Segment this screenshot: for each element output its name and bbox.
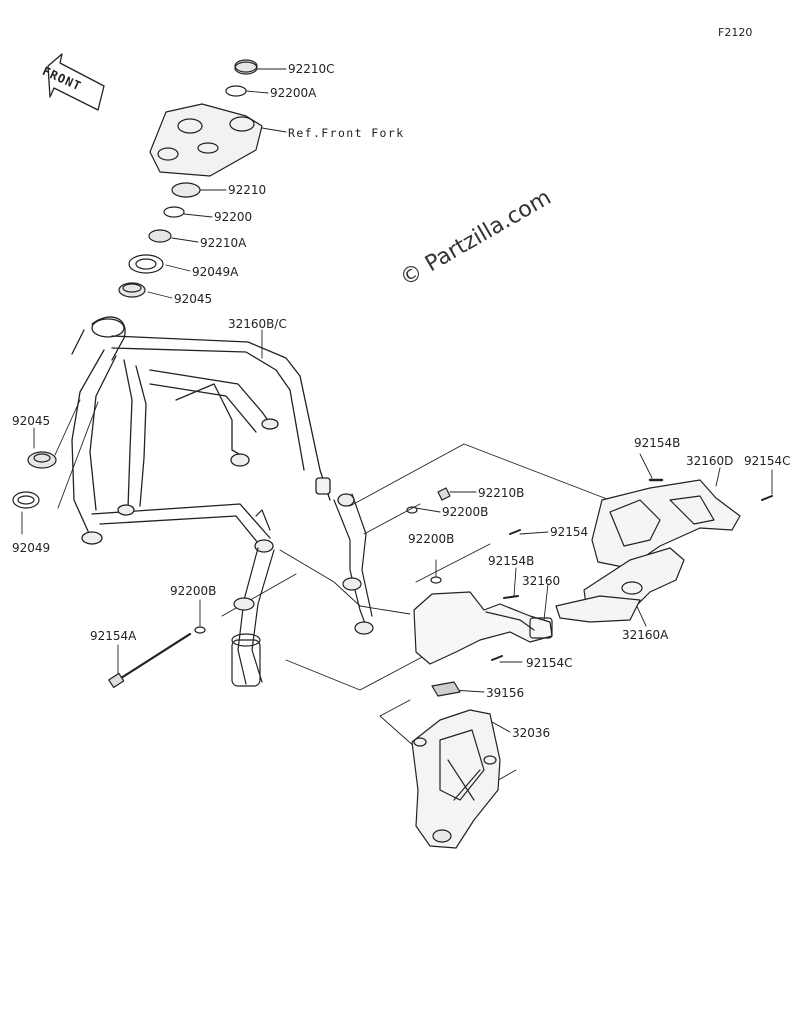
part-label-92210[interactable]: 92210 <box>228 183 267 197</box>
part-label-92154[interactable]: 92154 <box>550 525 589 539</box>
part-label-92200[interactable]: 92200 <box>214 210 253 224</box>
part-label-92154c-bottom[interactable]: 92154C <box>526 656 573 670</box>
linkage-parts <box>231 493 374 687</box>
leader-lines <box>21 68 773 797</box>
part-label-92154b-mid[interactable]: 92154B <box>488 554 535 568</box>
sheet-code: F2120 <box>718 26 753 39</box>
ref-front-fork-label[interactable]: Ref.Front Fork <box>288 126 405 140</box>
part-label-92154b-top[interactable]: 92154B <box>634 436 681 450</box>
part-label-92045-left[interactable]: 92045 <box>12 414 51 428</box>
part-label-32160d[interactable]: 32160D <box>686 454 734 468</box>
footrest-bracket-assembly <box>555 479 741 623</box>
steering-stem-parts <box>118 59 263 298</box>
bearing-parts-left <box>12 451 57 509</box>
part-label-92200b-mid[interactable]: 92200B <box>408 532 455 546</box>
part-label-32160[interactable]: 32160 <box>522 574 561 588</box>
part-label-92049a[interactable]: 92049A <box>192 265 239 279</box>
part-label-32160b-c[interactable]: 32160B/C <box>228 317 287 331</box>
part-label-39156[interactable]: 39156 <box>486 686 525 700</box>
part-label-92154c-top[interactable]: 92154C <box>744 454 791 468</box>
through-bolt <box>108 478 773 689</box>
part-label-32160a[interactable]: 32160A <box>622 628 669 642</box>
part-label-92200b-left[interactable]: 92200B <box>170 584 217 598</box>
part-label-92210a[interactable]: 92210A <box>200 236 247 250</box>
footrest-plate <box>411 709 501 849</box>
part-label-92210c[interactable]: 92210C <box>288 62 335 76</box>
part-label-92049[interactable]: 92049 <box>12 541 51 555</box>
part-label-92210b[interactable]: 92210B <box>478 486 525 500</box>
part-label-92154a[interactable]: 92154A <box>90 629 137 643</box>
caution-label <box>431 681 461 697</box>
part-label-32036[interactable]: 32036 <box>512 726 551 740</box>
part-label-92200a[interactable]: 92200A <box>270 86 317 100</box>
main-frame <box>71 316 355 553</box>
bracket-32160 <box>413 591 553 665</box>
part-label-92200b-upper[interactable]: 92200B <box>442 505 489 519</box>
part-label-92045-top[interactable]: 92045 <box>174 292 213 306</box>
front-arrow-icon <box>47 53 105 111</box>
